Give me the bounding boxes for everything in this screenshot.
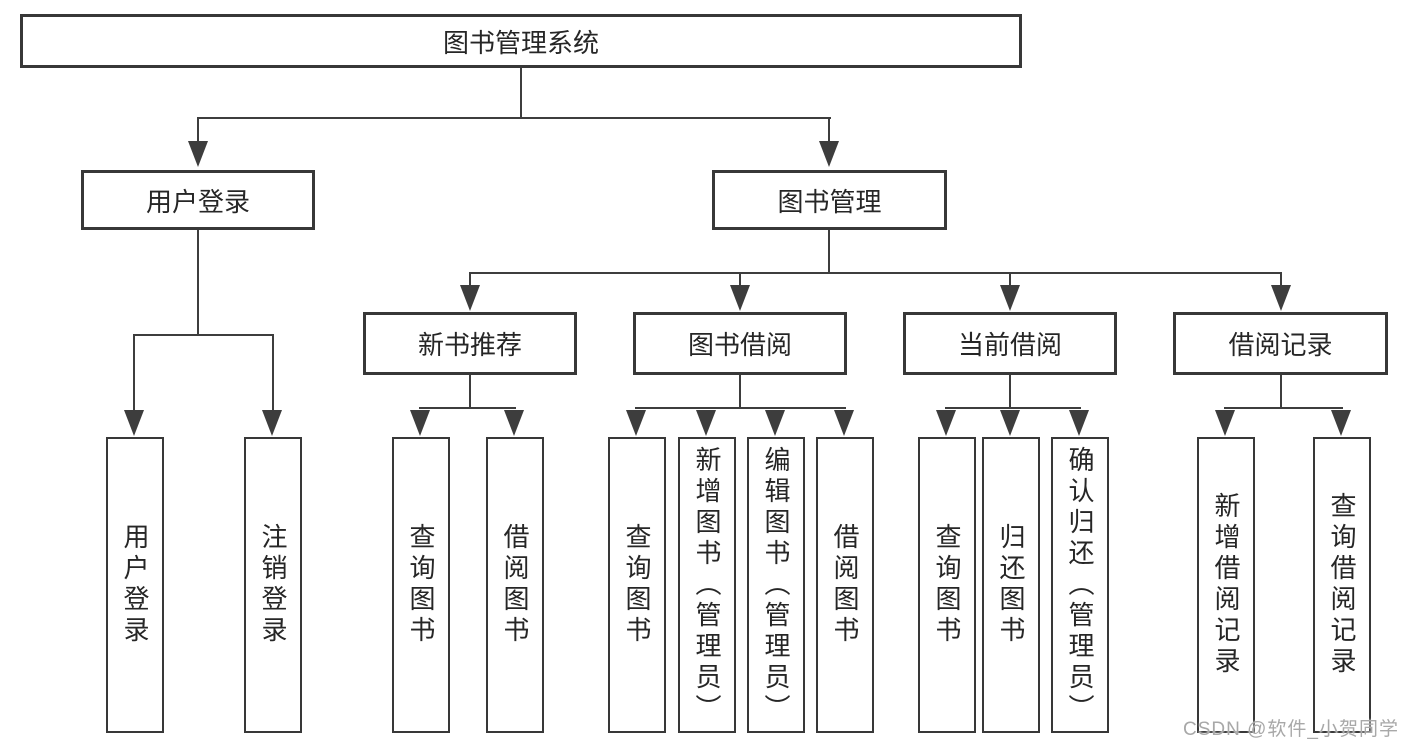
node-borrow-record: 借阅记录 [1173,312,1388,375]
leaf-recommend-borrow-books-label: 借阅图书 [500,523,530,647]
leaf-current-return-books: 归还图书 [982,437,1040,733]
leaf-borrow-edit-books-admin-label: 编辑图书（管理员） [761,445,791,725]
node-user-login-label: 用户登录 [145,186,250,217]
node-book-management-label: 图书管理 [777,186,882,217]
leaf-borrow-borrow-books: 借阅图书 [816,437,874,733]
arrow-down-icon [696,410,716,436]
leaf-borrow-borrow-books-label: 借阅图书 [830,523,860,647]
connector-user-login-drop [197,117,199,144]
node-current-borrow-label: 当前借阅 [957,330,1062,360]
leaf-current-confirm-return-admin-label: 确认归还（管理员） [1065,445,1095,725]
connector-level3-bar [469,272,1282,274]
node-current-borrow: 当前借阅 [903,312,1117,375]
arrow-down-icon [1215,410,1235,436]
leaf-current-confirm-return-admin: 确认归还（管理员） [1051,437,1109,733]
leaf-current-return-books-label: 归还图书 [996,523,1026,647]
arrow-down-icon [626,410,646,436]
leaf-user-login: 用户登录 [106,437,164,733]
connector-logout-leaf-drop [272,334,274,411]
arrow-down-icon [1000,410,1020,436]
connector-book-mgmt-drop [828,117,830,144]
connector-user-login-stem [197,229,199,335]
connector-current-group-bar [945,407,1081,409]
arrow-down-icon [124,410,144,436]
leaf-recommend-query-books-label: 查询图书 [406,523,436,647]
node-user-login: 用户登录 [81,170,315,230]
leaf-logout-label: 注销登录 [258,523,288,647]
leaf-logout: 注销登录 [244,437,302,733]
leaf-borrow-query-books-label: 查询图书 [622,523,652,647]
arrow-down-icon [188,141,208,167]
leaf-recommend-query-books: 查询图书 [392,437,450,733]
leaf-user-login-label: 用户登录 [120,523,150,647]
node-library-system-label: 图书管理系统 [442,27,599,58]
arrow-down-icon [504,410,524,436]
leaf-record-query-record: 查询借阅记录 [1313,437,1371,733]
leaf-record-query-record-label: 查询借阅记录 [1327,492,1357,678]
arrow-down-icon [765,410,785,436]
node-new-book-recommend: 新书推荐 [363,312,577,375]
node-new-book-recommend-label: 新书推荐 [417,330,522,360]
connector-user-group-bar [133,334,274,336]
connector-record-stem [1280,373,1282,409]
connector-borrow-stem [739,373,741,409]
leaf-record-add-record: 新增借阅记录 [1197,437,1255,733]
arrow-down-icon [262,410,282,436]
connector-recommend-drop [469,272,471,287]
connector-record-drop [1280,272,1282,287]
arrow-down-icon [730,285,750,311]
leaf-borrow-add-books-admin-label: 新增图书（管理员） [692,445,722,725]
leaf-current-query-books: 查询图书 [918,437,976,733]
leaf-borrow-add-books-admin: 新增图书（管理员） [678,437,736,733]
arrow-down-icon [1331,410,1351,436]
arrow-down-icon [1069,410,1089,436]
leaf-borrow-edit-books-admin: 编辑图书（管理员） [747,437,805,733]
arrow-down-icon [936,410,956,436]
arrow-down-icon [819,141,839,167]
connector-level2-bar [197,117,831,119]
connector-user-leaf-drop [133,334,135,411]
leaf-current-query-books-label: 查询图书 [932,523,962,647]
arrow-down-icon [410,410,430,436]
node-book-management: 图书管理 [712,170,947,230]
arrow-down-icon [834,410,854,436]
node-book-borrow: 图书借阅 [633,312,847,375]
node-borrow-record-label: 借阅记录 [1228,330,1333,360]
connector-record-group-bar [1224,407,1343,409]
leaf-record-add-record-label: 新增借阅记录 [1211,492,1241,678]
connector-current-stem [1009,373,1011,409]
connector-root-stem [520,68,522,118]
arrow-down-icon [460,285,480,311]
connector-recommend-stem [469,373,471,409]
connector-book-mgmt-stem [828,229,830,273]
csdn-watermark: CSDN @软件_小贺同学 [1183,719,1399,740]
node-library-system: 图书管理系统 [20,14,1022,68]
connector-current-drop [1009,272,1011,287]
arrow-down-icon [1000,285,1020,311]
connector-borrow-group-bar [635,407,846,409]
arrow-down-icon [1271,285,1291,311]
connector-recommend-group-bar [419,407,516,409]
node-book-borrow-label: 图书借阅 [687,330,792,360]
leaf-recommend-borrow-books: 借阅图书 [486,437,544,733]
leaf-borrow-query-books: 查询图书 [608,437,666,733]
connector-borrow-drop [739,272,741,287]
